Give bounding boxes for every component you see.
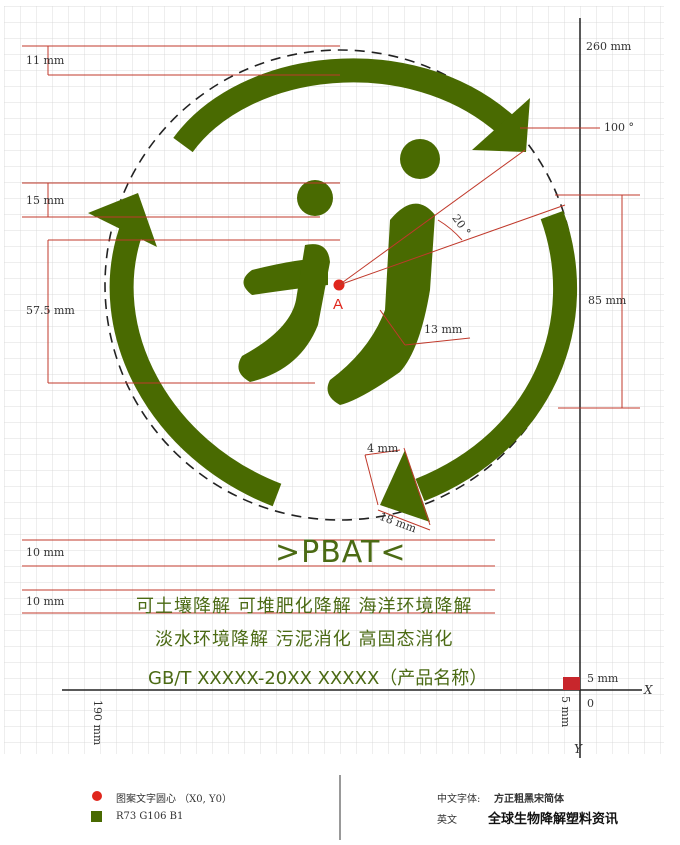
watermark-text: 全球生物降解塑料资讯 [488, 812, 619, 827]
pbat-label: >PBAT< [275, 535, 407, 570]
dim-260mm: 260 mm [586, 40, 632, 53]
dim-100deg: 100 ° [604, 121, 634, 134]
dim-5mm-vertical: 5 mm [559, 696, 572, 728]
dim-11mm: 11 mm [26, 54, 65, 67]
arrow-head-top [472, 98, 530, 152]
figure-head-right [400, 139, 440, 179]
origin-square [563, 677, 580, 690]
legend-center-label: 图案文字圆心 （X0, Y0） [116, 794, 232, 805]
origin-zero: 0 [587, 697, 594, 710]
arrow-head-left [88, 193, 157, 247]
dim-85mm: 85 mm [588, 294, 627, 307]
dim-5mm: 5 mm [587, 672, 619, 685]
legend-color-label: R73 G106 B1 [116, 811, 184, 822]
degradation-line-1: 可土壤降解 可堆肥化降解 海洋环境降解 [136, 596, 473, 617]
degradation-line-2: 淡水环境降解 污泥消化 高固态消化 [155, 629, 454, 650]
center-point-label: A [333, 296, 343, 313]
cn-font-value: 方正粗黑宋简体 [494, 794, 564, 805]
arrow-top-arc [173, 58, 514, 153]
arrow-heads [88, 98, 530, 522]
figure-head-left [297, 180, 333, 216]
legend-center-dot [92, 791, 102, 801]
x-axis-label: X [644, 683, 653, 697]
dimension-lines [22, 45, 640, 614]
y-axis-label: Y [574, 742, 582, 756]
arrow-head-bottom [380, 450, 430, 522]
legend-color-swatch [91, 811, 102, 822]
dim-190mm: 190 mm [91, 700, 104, 746]
figure-body-left [238, 244, 330, 382]
dim-10mm-a: 10 mm [26, 546, 65, 559]
dim-4mm: 4 mm [367, 442, 399, 455]
dim-15mm: 15 mm [26, 194, 65, 207]
arrow-right-arc [415, 210, 577, 502]
cn-font-label: 中文字体: [437, 794, 481, 805]
dim-57-5mm: 57.5 mm [26, 304, 75, 317]
dim-10mm-b: 10 mm [26, 595, 65, 608]
figure-glyph [238, 139, 440, 405]
standard-line: GB/T XXXXX-20XX XXXXX（产品名称） [148, 668, 488, 689]
en-font-label: 英文 [437, 815, 457, 826]
figure-body-right [327, 203, 435, 405]
dim-13mm: 13 mm [424, 323, 463, 336]
